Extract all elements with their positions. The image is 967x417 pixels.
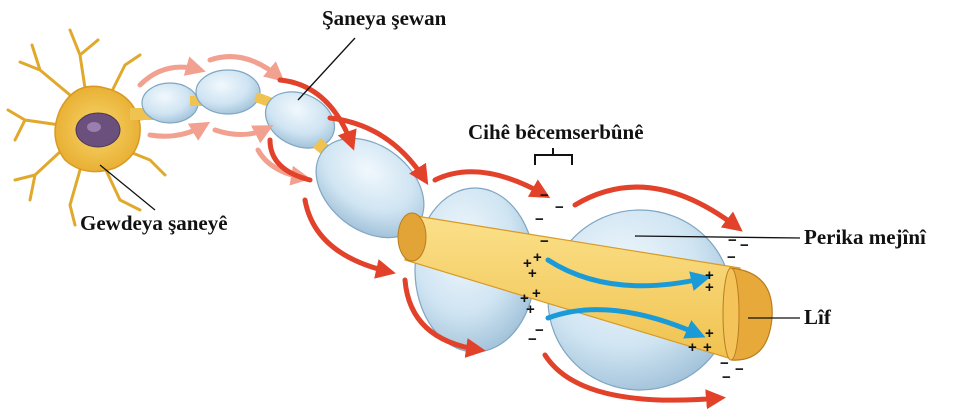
svg-text:+: +	[705, 279, 714, 296]
svg-text:+: +	[532, 285, 541, 302]
axon-segment	[398, 188, 772, 390]
label-cihe-becemserbune: Cihê bêcemserbûnê	[468, 122, 644, 143]
svg-text:−: −	[727, 249, 736, 266]
svg-text:+: +	[533, 249, 542, 266]
svg-text:−: −	[535, 211, 544, 228]
label-gewdeya-shaneye: Gewdeya şaneyê	[80, 213, 228, 234]
svg-text:−: −	[722, 369, 731, 386]
neuron-cell-body-icon	[8, 30, 165, 225]
svg-text:+: +	[703, 339, 712, 356]
label-lif: Lîf	[804, 307, 831, 328]
svg-text:−: −	[740, 237, 749, 254]
label-shaneya-shewan: Şaneya şewan	[322, 8, 446, 29]
svg-text:−: −	[540, 187, 549, 204]
svg-text:−: −	[735, 361, 744, 378]
svg-text:+: +	[526, 301, 535, 318]
svg-text:−: −	[555, 199, 564, 216]
svg-text:−: −	[528, 331, 537, 348]
svg-text:+: +	[688, 339, 697, 356]
node-bracket	[535, 148, 572, 165]
svg-text:−: −	[728, 232, 737, 249]
svg-text:+: +	[528, 265, 537, 282]
svg-text:−: −	[540, 233, 549, 250]
label-perika-mejini: Perika mejînî	[804, 227, 926, 248]
